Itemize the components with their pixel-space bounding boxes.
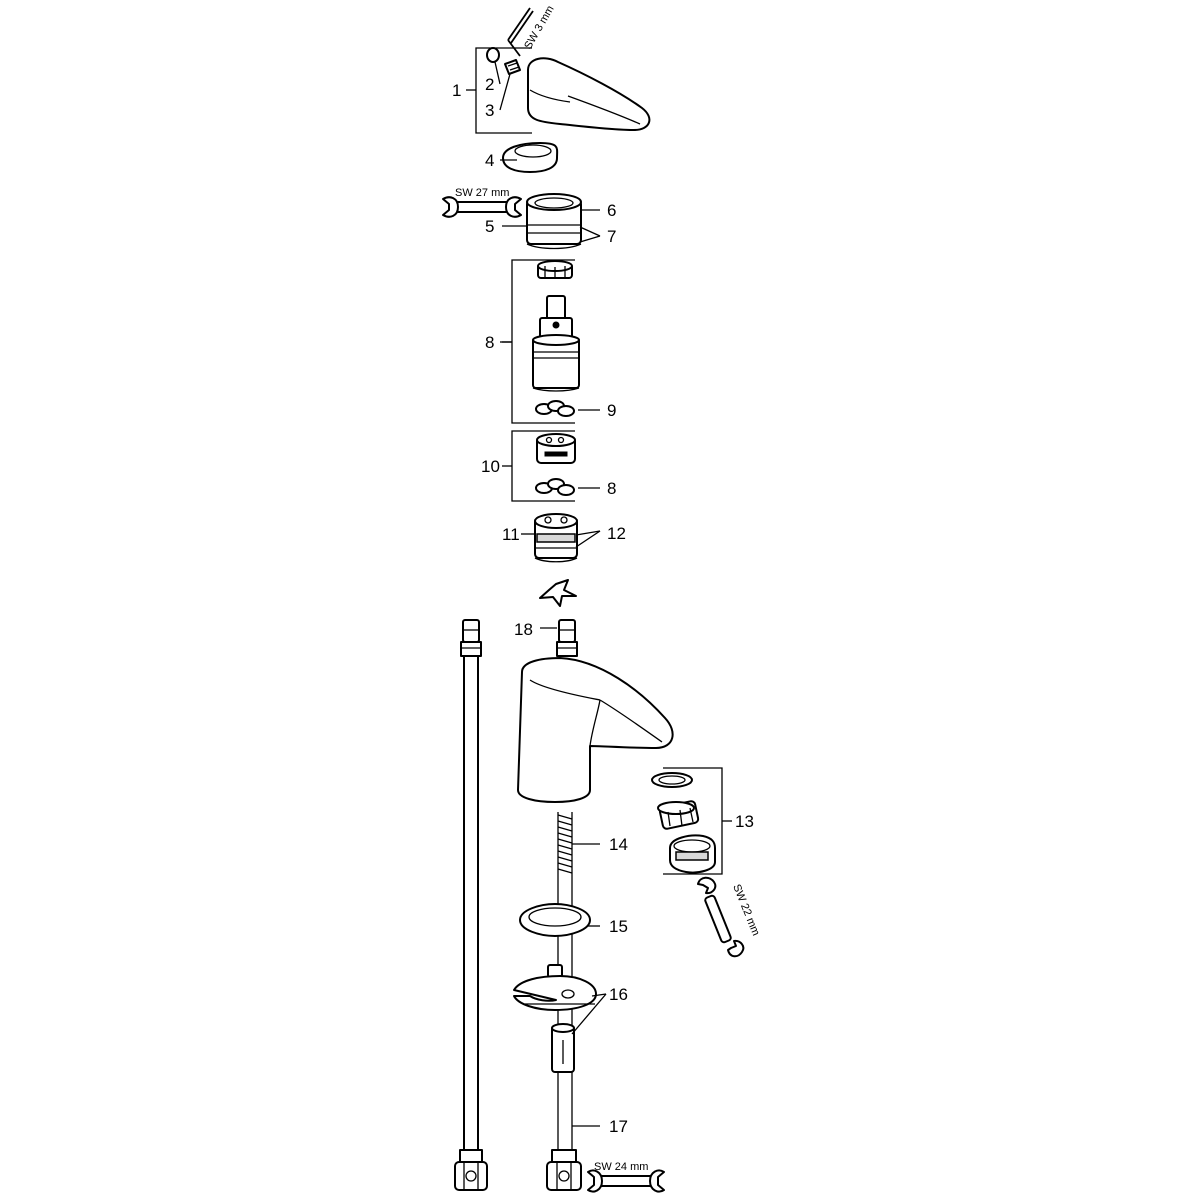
callout-18: 18 [514, 620, 533, 639]
cartridge-top-ring [537, 260, 573, 279]
cartridge-seals [535, 400, 575, 417]
callout-7: 7 [607, 227, 616, 246]
aerator-housing [669, 834, 716, 874]
adapter-seals [535, 478, 575, 496]
valve-base [534, 513, 578, 563]
rosette-ring [502, 142, 559, 173]
callout-3: 3 [485, 101, 494, 120]
leader-16a [591, 993, 607, 997]
supply-hose-left [454, 619, 488, 1191]
wrench-24-tool [587, 1169, 665, 1193]
aerator-group-bracket [663, 767, 732, 875]
cartridge-nut [526, 193, 582, 250]
callout-9: 9 [607, 401, 616, 420]
leader-12a [575, 530, 601, 536]
leader-7b [579, 235, 601, 243]
callout-6: 6 [607, 201, 616, 220]
callout-10: 10 [481, 457, 500, 476]
callout-1: 1 [452, 81, 461, 100]
callout-8: 8 [485, 333, 494, 352]
callout-14: 14 [609, 835, 628, 854]
callout-8b: 8 [607, 479, 616, 498]
inlet-connector [556, 619, 578, 657]
lever-handle [527, 57, 651, 131]
leader-12b [575, 530, 601, 548]
leader-3 [499, 73, 511, 111]
callout-16: 16 [609, 985, 628, 1004]
callout-17: 17 [609, 1117, 628, 1136]
callout-2: 2 [485, 75, 494, 94]
leader-7a [579, 226, 601, 237]
fastening-sleeve [551, 1023, 575, 1073]
hex-key-tool [507, 7, 534, 57]
grub-screw [504, 59, 521, 75]
mounting-ring [519, 903, 591, 937]
leader-16b [571, 993, 607, 1035]
adapter [536, 433, 576, 464]
callout-11: 11 [502, 525, 520, 544]
hose-nut-right [546, 1149, 582, 1191]
cartridge-body [532, 295, 580, 392]
callout-5: 5 [485, 217, 494, 236]
leader-2 [494, 61, 501, 85]
aerator-seal [651, 772, 693, 788]
callout-4: 4 [485, 151, 494, 170]
cover-cap [486, 47, 500, 63]
callout-13: 13 [735, 812, 754, 831]
callout-15: 15 [609, 917, 628, 936]
wrench-27-tool [442, 196, 522, 218]
wrench-24-size-label: SW 24 mm [594, 1161, 648, 1173]
horseshoe-washer [513, 964, 597, 1011]
wrench-22-size-label: SW 22 mm [730, 883, 762, 938]
star-clip [539, 579, 577, 607]
adapter-group-bracket [502, 430, 575, 502]
callout-12: 12 [607, 524, 626, 543]
wrench-27-size-label: SW 27 mm [455, 187, 509, 199]
handle-group-bracket [466, 47, 532, 134]
faucet-body [517, 657, 674, 803]
wrench-22-tool [697, 876, 745, 958]
aerator-insert [657, 800, 700, 830]
